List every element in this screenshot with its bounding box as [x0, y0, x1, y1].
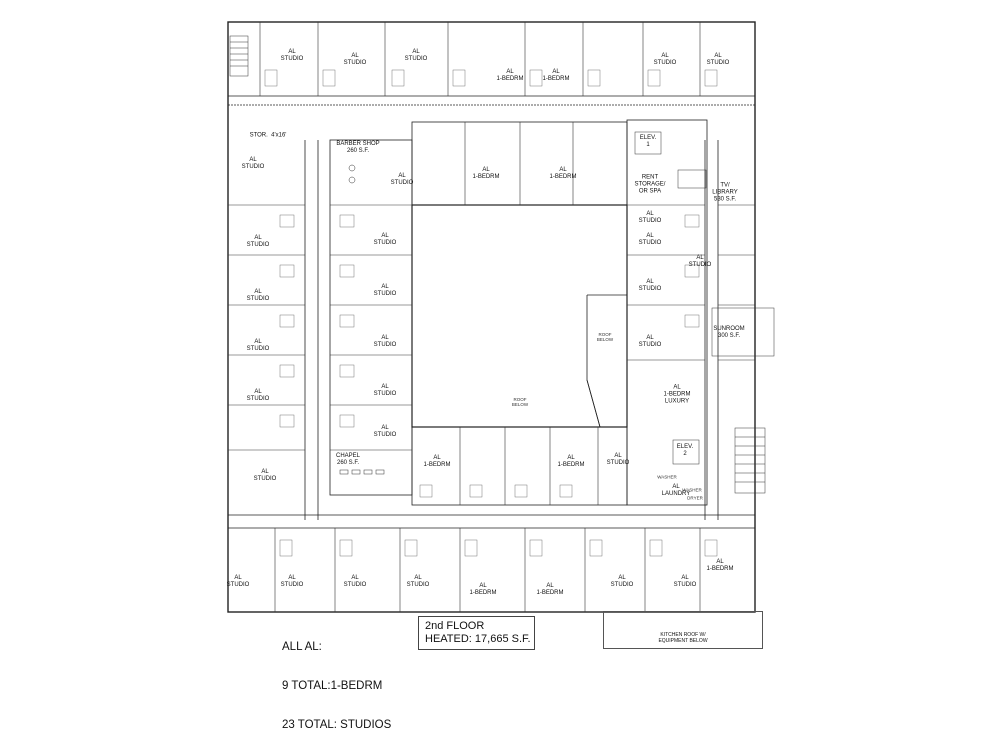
- unit-label: AL STUDIO: [673, 575, 697, 588]
- unit-label: AL 1-BEDRM: [423, 455, 451, 468]
- courtyard: [411, 204, 628, 428]
- unit-label: AL STUDIO: [373, 335, 397, 348]
- kitchen-roof-label: KITCHEN ROOF W/ EQUIPMENT BELOW: [658, 632, 708, 644]
- summary-line: 9 TOTAL:1-BEDRM: [282, 680, 383, 692]
- roof-below-note: ROOF BELOW: [511, 397, 529, 407]
- floor-info-box: 2nd FLOOR HEATED: 17,665 S.F.: [418, 616, 535, 650]
- unit-label: AL STUDIO: [610, 575, 634, 588]
- storage-spa-label: RENT STORAGE/ OR SPA: [634, 174, 666, 195]
- unit-label: AL 1-BEDRM: [557, 455, 585, 468]
- unit-label: AL STUDIO: [280, 49, 304, 62]
- unit-label: AL 1-BEDRM LUXURY: [663, 384, 691, 405]
- unit-label: AL STUDIO: [638, 279, 662, 292]
- roof-below-note: ROOF BELOW: [596, 332, 614, 342]
- unit-summary: ALL AL: 9 TOTAL:1-BEDRM 23 TOTAL: STUDIO…: [282, 615, 391, 745]
- elevator-label: ELEV. 1: [639, 135, 657, 148]
- unit-label: AL STUDIO: [638, 335, 662, 348]
- unit-label: AL STUDIO: [241, 157, 265, 170]
- unit-label: AL STUDIO: [404, 49, 428, 62]
- floor-plan-drawing: [227, 21, 775, 613]
- unit-label: AL STUDIO: [246, 235, 270, 248]
- unit-label: AL STUDIO: [406, 575, 430, 588]
- unit-label: AL STUDIO: [253, 469, 277, 482]
- stair-top-left: [229, 35, 249, 77]
- elevator-2: [672, 439, 700, 465]
- unit-label: AL STUDIO: [246, 339, 270, 352]
- kitchen-roof-box: KITCHEN ROOF W/ EQUIPMENT BELOW: [603, 611, 763, 649]
- laundry-label: AL LAUNDRY: [661, 484, 691, 497]
- unit-label: AL 1-BEDRM: [706, 559, 734, 572]
- washer-label: WASHER: [682, 487, 702, 493]
- unit-label: AL 1-BEDRM: [549, 167, 577, 180]
- unit-label: AL STUDIO: [280, 575, 304, 588]
- unit-label: AL STUDIO: [606, 453, 630, 466]
- floor-name: 2nd FLOOR: [425, 620, 485, 632]
- stair-right: [734, 427, 766, 494]
- unit-label: AL STUDIO: [373, 284, 397, 297]
- library-label: TV/ LIBRARY 530 S.F.: [712, 182, 738, 203]
- unit-label: AL STUDIO: [390, 173, 414, 186]
- unit-label: AL STUDIO: [373, 233, 397, 246]
- sunroom-label: SUNROOM 300 S.F.: [713, 326, 745, 339]
- unit-label: AL STUDIO: [653, 53, 677, 66]
- unit-label: AL STUDIO: [638, 211, 662, 224]
- unit-label: AL STUDIO: [246, 389, 270, 402]
- unit-label: AL 1-BEDRM: [536, 583, 564, 596]
- elevator-1: [634, 131, 662, 155]
- elevator-label: ELEV. 2: [676, 444, 694, 457]
- unit-label: AL STUDIO: [688, 255, 712, 268]
- unit-label: AL 1-BEDRM: [469, 583, 497, 596]
- sunroom-bay: [711, 307, 775, 357]
- unit-label: AL STUDIO: [373, 425, 397, 438]
- unit-label: AL STUDIO: [638, 233, 662, 246]
- unit-label: AL 1-BEDRM: [496, 69, 524, 82]
- unit-label: AL STUDIO: [343, 53, 367, 66]
- storage-label: STOR. 4'x16': [249, 132, 287, 139]
- barber-shop-label: BARBER SHOP 260 S.F.: [336, 141, 380, 154]
- dryer-label: DRYER: [687, 495, 703, 501]
- unit-label: AL 1-BEDRM: [472, 167, 500, 180]
- unit-label: AL STUDIO: [373, 384, 397, 397]
- unit-label: AL STUDIO: [246, 289, 270, 302]
- summary-line: ALL AL:: [282, 641, 322, 653]
- unit-label: AL STUDIO: [706, 53, 730, 66]
- unit-label: AL STUDIO: [226, 575, 250, 588]
- washer-label: WASHER: [657, 474, 677, 480]
- building-outline: [227, 21, 756, 613]
- unit-label: AL STUDIO: [343, 575, 367, 588]
- summary-line: 23 TOTAL: STUDIOS: [282, 719, 392, 731]
- heated-area: HEATED: 17,665 S.F.: [425, 633, 531, 645]
- unit-label: AL 1-BEDRM: [542, 69, 570, 82]
- chapel-label: CHAPEL 260 S.F.: [335, 453, 361, 466]
